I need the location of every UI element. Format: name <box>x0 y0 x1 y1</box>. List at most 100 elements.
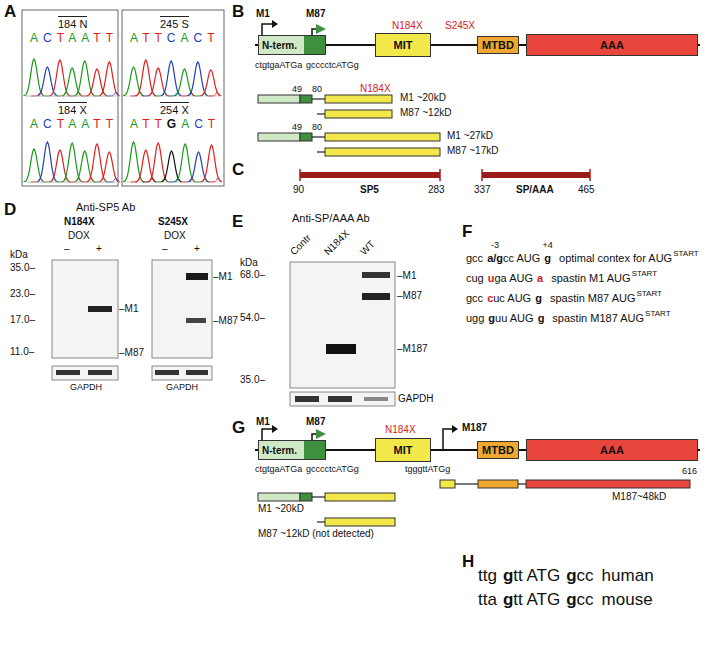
fragment-label: M1 ~20kD <box>400 92 446 104</box>
band-label: –M87 <box>119 347 144 359</box>
panel-letter: C <box>232 160 244 180</box>
base-letter: T <box>142 31 154 45</box>
base-letter: T <box>57 117 68 131</box>
mutation-label: S245X <box>445 20 475 32</box>
nucleotide-context: ctgtgaATGa <box>255 464 302 474</box>
band-label: –M1 <box>119 303 138 315</box>
panel-letter: A <box>4 2 16 22</box>
species-sequence: cc <box>577 590 594 610</box>
domain-box: AAA <box>526 439 698 461</box>
fragment-bar <box>325 95 392 103</box>
trace-peak <box>124 142 144 182</box>
protein-band <box>155 370 179 375</box>
mutation-position: 184 X <box>58 102 87 117</box>
trace-noise <box>208 92 222 96</box>
context-position: +4 <box>543 240 553 250</box>
sequence-note: spastin M87 AUG <box>550 292 636 305</box>
trace-peak <box>201 70 221 96</box>
base-letter: A <box>180 31 193 45</box>
fragment-bar <box>300 493 312 501</box>
fragment-bar <box>300 95 312 103</box>
kozak-sequence: gcc <box>466 292 483 305</box>
base-letter: A <box>130 117 142 131</box>
fragment-linker <box>317 113 325 114</box>
bar-cap <box>299 169 301 181</box>
mutation-position: 254 X <box>160 102 189 117</box>
superscript: START <box>636 289 661 298</box>
fragment-label: M187~48kD <box>612 491 666 503</box>
base-letter: T <box>142 117 154 131</box>
kozak-sequence: g <box>538 312 545 325</box>
bar-cap <box>589 169 591 181</box>
loading-blot <box>290 392 395 406</box>
base-letter: A <box>81 31 93 45</box>
protein-band <box>56 370 80 375</box>
loading-control: GAPDH <box>70 382 102 392</box>
marker-label: 35.0– <box>240 374 265 386</box>
domain-name: MIT <box>394 39 413 51</box>
species-sequence: tta <box>478 590 497 610</box>
base-letter: A <box>130 31 142 45</box>
fragment-label: M87 ~12kD <box>400 107 451 119</box>
residue-number: 49 <box>292 84 302 94</box>
panel-letter: B <box>232 2 244 22</box>
fragment-label: M87 ~17kD <box>447 145 498 157</box>
base-letter: C <box>43 117 57 131</box>
protein-band <box>364 397 388 401</box>
domain-box: MIT <box>375 438 431 462</box>
kozak-sequence: g <box>544 252 551 265</box>
fragment-bar <box>325 110 392 118</box>
lane-sign: + <box>194 243 200 255</box>
fragment-label: M87 ~12kD (not detected) <box>258 528 374 540</box>
base-letter: C <box>167 31 181 45</box>
construct-label: N184X <box>64 216 95 228</box>
nucleotide-context: gcccctcATGg <box>306 60 359 70</box>
kozak-sequence: ga AUG <box>494 272 533 285</box>
marker-label: 54.0– <box>240 312 265 324</box>
nucleotide-context: ctgtgaATGa <box>255 60 302 70</box>
fragment-bar <box>300 133 312 141</box>
panel-letter: D <box>4 200 16 220</box>
protein-band <box>88 370 112 375</box>
base-letter: G <box>167 117 181 131</box>
species-sequence: tt ATG <box>513 566 560 586</box>
treatment-label: DOX <box>68 230 90 242</box>
marker-label: 68.0– <box>240 269 265 281</box>
base-letter: A <box>68 117 81 131</box>
domain-name: MIT <box>394 444 413 456</box>
epitope-bar <box>300 172 440 178</box>
loading-control: GAPDH <box>398 393 434 405</box>
band-label: –M1 <box>397 270 416 282</box>
panel-letter: G <box>232 418 245 438</box>
residue-number: 80 <box>312 84 322 94</box>
nucleotide-context: tgggttATGg <box>405 464 450 474</box>
start-codon-label: M1 <box>256 8 270 20</box>
fragment-bar <box>258 95 300 103</box>
sequence-note: optimal contex for AUG <box>559 252 672 265</box>
protein-band <box>186 370 208 375</box>
superscript: START <box>632 269 657 278</box>
domain-box: MTBD <box>477 441 519 459</box>
start-codon-label: M1 <box>256 416 270 428</box>
superscript: START <box>673 249 698 258</box>
kozak-sequence: cc AUG <box>503 252 540 265</box>
trace-noise <box>106 92 120 96</box>
bar-cap <box>481 169 483 181</box>
base-letter: A <box>181 117 194 131</box>
fragment-bar <box>478 480 518 488</box>
arrowhead <box>272 20 278 28</box>
species-sequence: ttg <box>478 566 497 586</box>
domain-name: N-term. <box>262 40 297 51</box>
loading-control: GAPDH <box>166 382 198 392</box>
fragment-bar <box>258 133 300 141</box>
panel-letter: F <box>462 222 472 242</box>
lane-label: WT <box>358 238 377 257</box>
base-letter: A <box>81 117 93 131</box>
marker-label: 11.0– <box>10 346 34 358</box>
fragment-linker <box>518 483 526 484</box>
band-label: –M87 <box>397 290 422 302</box>
start-arrowhead <box>316 429 326 439</box>
lane-label: Contr <box>288 232 313 257</box>
species-sequence: cc <box>577 566 594 586</box>
lane-sign: – <box>64 243 70 255</box>
